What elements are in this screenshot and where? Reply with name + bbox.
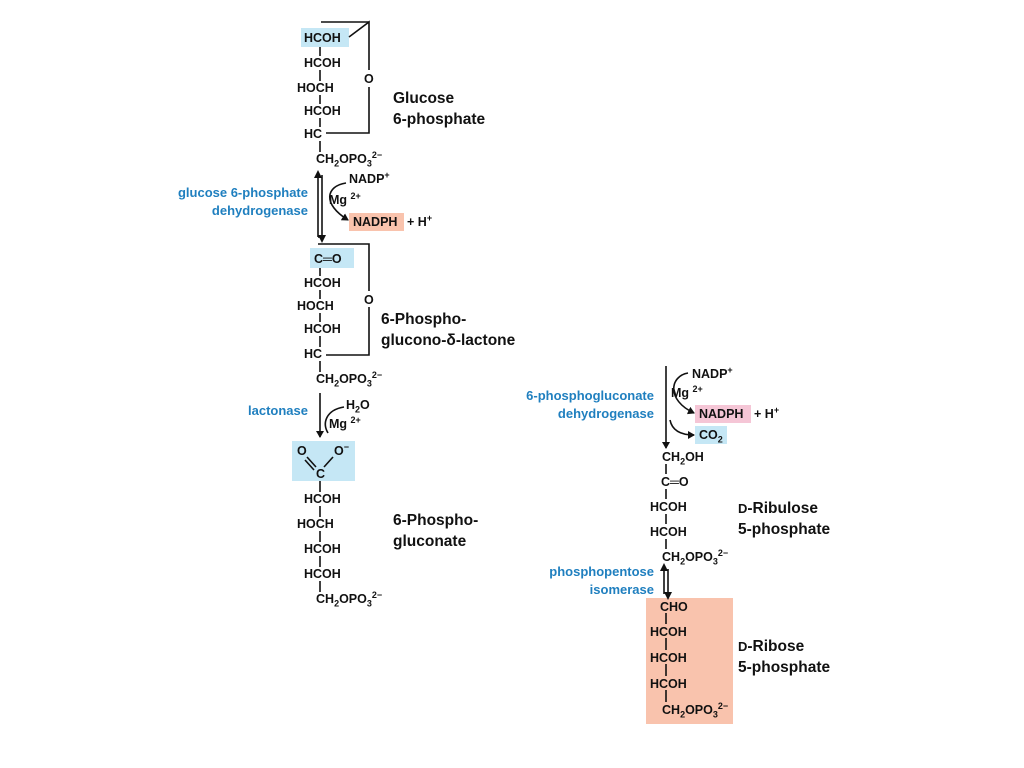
ribulose-name-line2: 5-phosphate: [738, 521, 831, 538]
nadph-highlight-1: [349, 213, 404, 231]
glucose-c1-highlight: [301, 28, 349, 47]
gluconate-carboxyl-o1: O: [297, 444, 307, 458]
co2-highlight: [695, 426, 727, 444]
enzyme-lactonase: lactonase: [248, 403, 308, 418]
lactone-atom-c2: HCOH: [304, 276, 341, 290]
gluconate-carboxyl-c: C: [316, 467, 326, 481]
lactone-name-line2: glucono-δ-lactone: [381, 332, 516, 349]
glucose-atom-c5: HC: [304, 127, 323, 141]
ribose-d-prefix: D: [738, 639, 748, 654]
gluconate-atom-c6: CH2OPO32−: [316, 589, 383, 609]
gluconate-atom-c2: HCOH: [304, 492, 341, 506]
enzyme-6pgd-line1: 6-phosphogluconate: [526, 388, 654, 403]
lactone-carbonyl-highlight: [310, 248, 354, 268]
step3-co2: CO2: [699, 428, 723, 445]
step1-mg: Mg 2+: [329, 190, 361, 207]
enzyme-g6pd-line2: dehydrogenase: [211, 203, 308, 218]
step2-mg: Mg 2+: [329, 414, 361, 431]
ribose-atom-c2: HCOH: [650, 625, 687, 639]
ribulose-d-prefix: D: [738, 501, 748, 516]
glucose-name-line1: Glucose: [393, 90, 455, 107]
ribose-atom-c1: CHO: [660, 600, 688, 614]
ribose-atom-c3: HCOH: [650, 651, 687, 665]
lactone-atom-c5: HC: [304, 347, 323, 361]
step3-h-plus: + H+: [754, 404, 780, 421]
ribulose-name-text: -Ribulose: [747, 500, 819, 517]
gluconate-name-line1: 6-Phospho-: [393, 512, 479, 529]
ribulose-atom-c3: HCOH: [650, 500, 687, 514]
enzyme-6pgd-line2: dehydrogenase: [557, 406, 654, 421]
enzyme-g6pd-line1: glucose 6-phosphate: [177, 185, 308, 200]
glucose-ring-oxygen: O: [364, 72, 374, 86]
step1-nadph: NADPH: [353, 215, 398, 229]
gluconate-carboxyl-o2: O−: [334, 441, 349, 458]
glucose-atom-c4: HCOH: [304, 104, 341, 118]
ribulose-atom-c5: CH2OPO32−: [662, 547, 729, 567]
enzyme-isomerase-line2: isomerase: [589, 582, 654, 597]
ribose-name-line2: 5-phosphate: [738, 659, 831, 676]
ribose-highlight: [646, 598, 733, 724]
step2-water: H2O: [346, 398, 370, 415]
ribulose-atom-c2: C═O: [661, 475, 689, 489]
ribose-atom-c5: CH2OPO32−: [662, 700, 729, 720]
lactone-ring-oxygen: O: [364, 293, 374, 307]
step1-h-plus: + H+: [407, 212, 433, 229]
ribose-name-line1: D-Ribose: [738, 636, 804, 657]
ribulose-atom-c4: HCOH: [650, 525, 687, 539]
lactone-atom-c3: HOCH: [297, 299, 334, 313]
glucose-atom-c1: HCOH: [304, 31, 341, 45]
glucose-atom-c2: HCOH: [304, 56, 341, 70]
lactone-atom-c1: C═O: [314, 252, 342, 266]
gluconate-carboxylate-highlight: [292, 441, 355, 481]
step3-nadp: NADP+: [692, 364, 733, 381]
glucose-atom-c6: CH2OPO32−: [316, 149, 383, 169]
step3-nadph: NADPH: [699, 407, 744, 421]
ribose-name-text: -Ribose: [747, 638, 805, 655]
ribulose-name-line1: D-Ribulose: [738, 498, 818, 519]
lactone-name-line1: 6-Phospho-: [381, 311, 467, 328]
lactone-atom-c6: CH2OPO32−: [316, 369, 383, 389]
gluconate-atom-c5: HCOH: [304, 567, 341, 581]
gluconate-atom-c4: HCOH: [304, 542, 341, 556]
glucose-atom-c3: HOCH: [297, 81, 334, 95]
step1-nadp: NADP+: [349, 169, 390, 186]
gluconate-atom-c3: HOCH: [297, 517, 334, 531]
ribose-atom-c4: HCOH: [650, 677, 687, 691]
step3-mg: Mg 2+: [671, 383, 703, 400]
ribulose-atom-c1: CH2OH: [662, 450, 704, 467]
enzyme-isomerase-line1: phosphopentose: [549, 564, 654, 579]
glucose-name-line2: 6-phosphate: [393, 111, 486, 128]
nadph-highlight-2: [695, 405, 751, 423]
lactone-atom-c4: HCOH: [304, 322, 341, 336]
gluconate-name-line2: gluconate: [393, 533, 467, 550]
